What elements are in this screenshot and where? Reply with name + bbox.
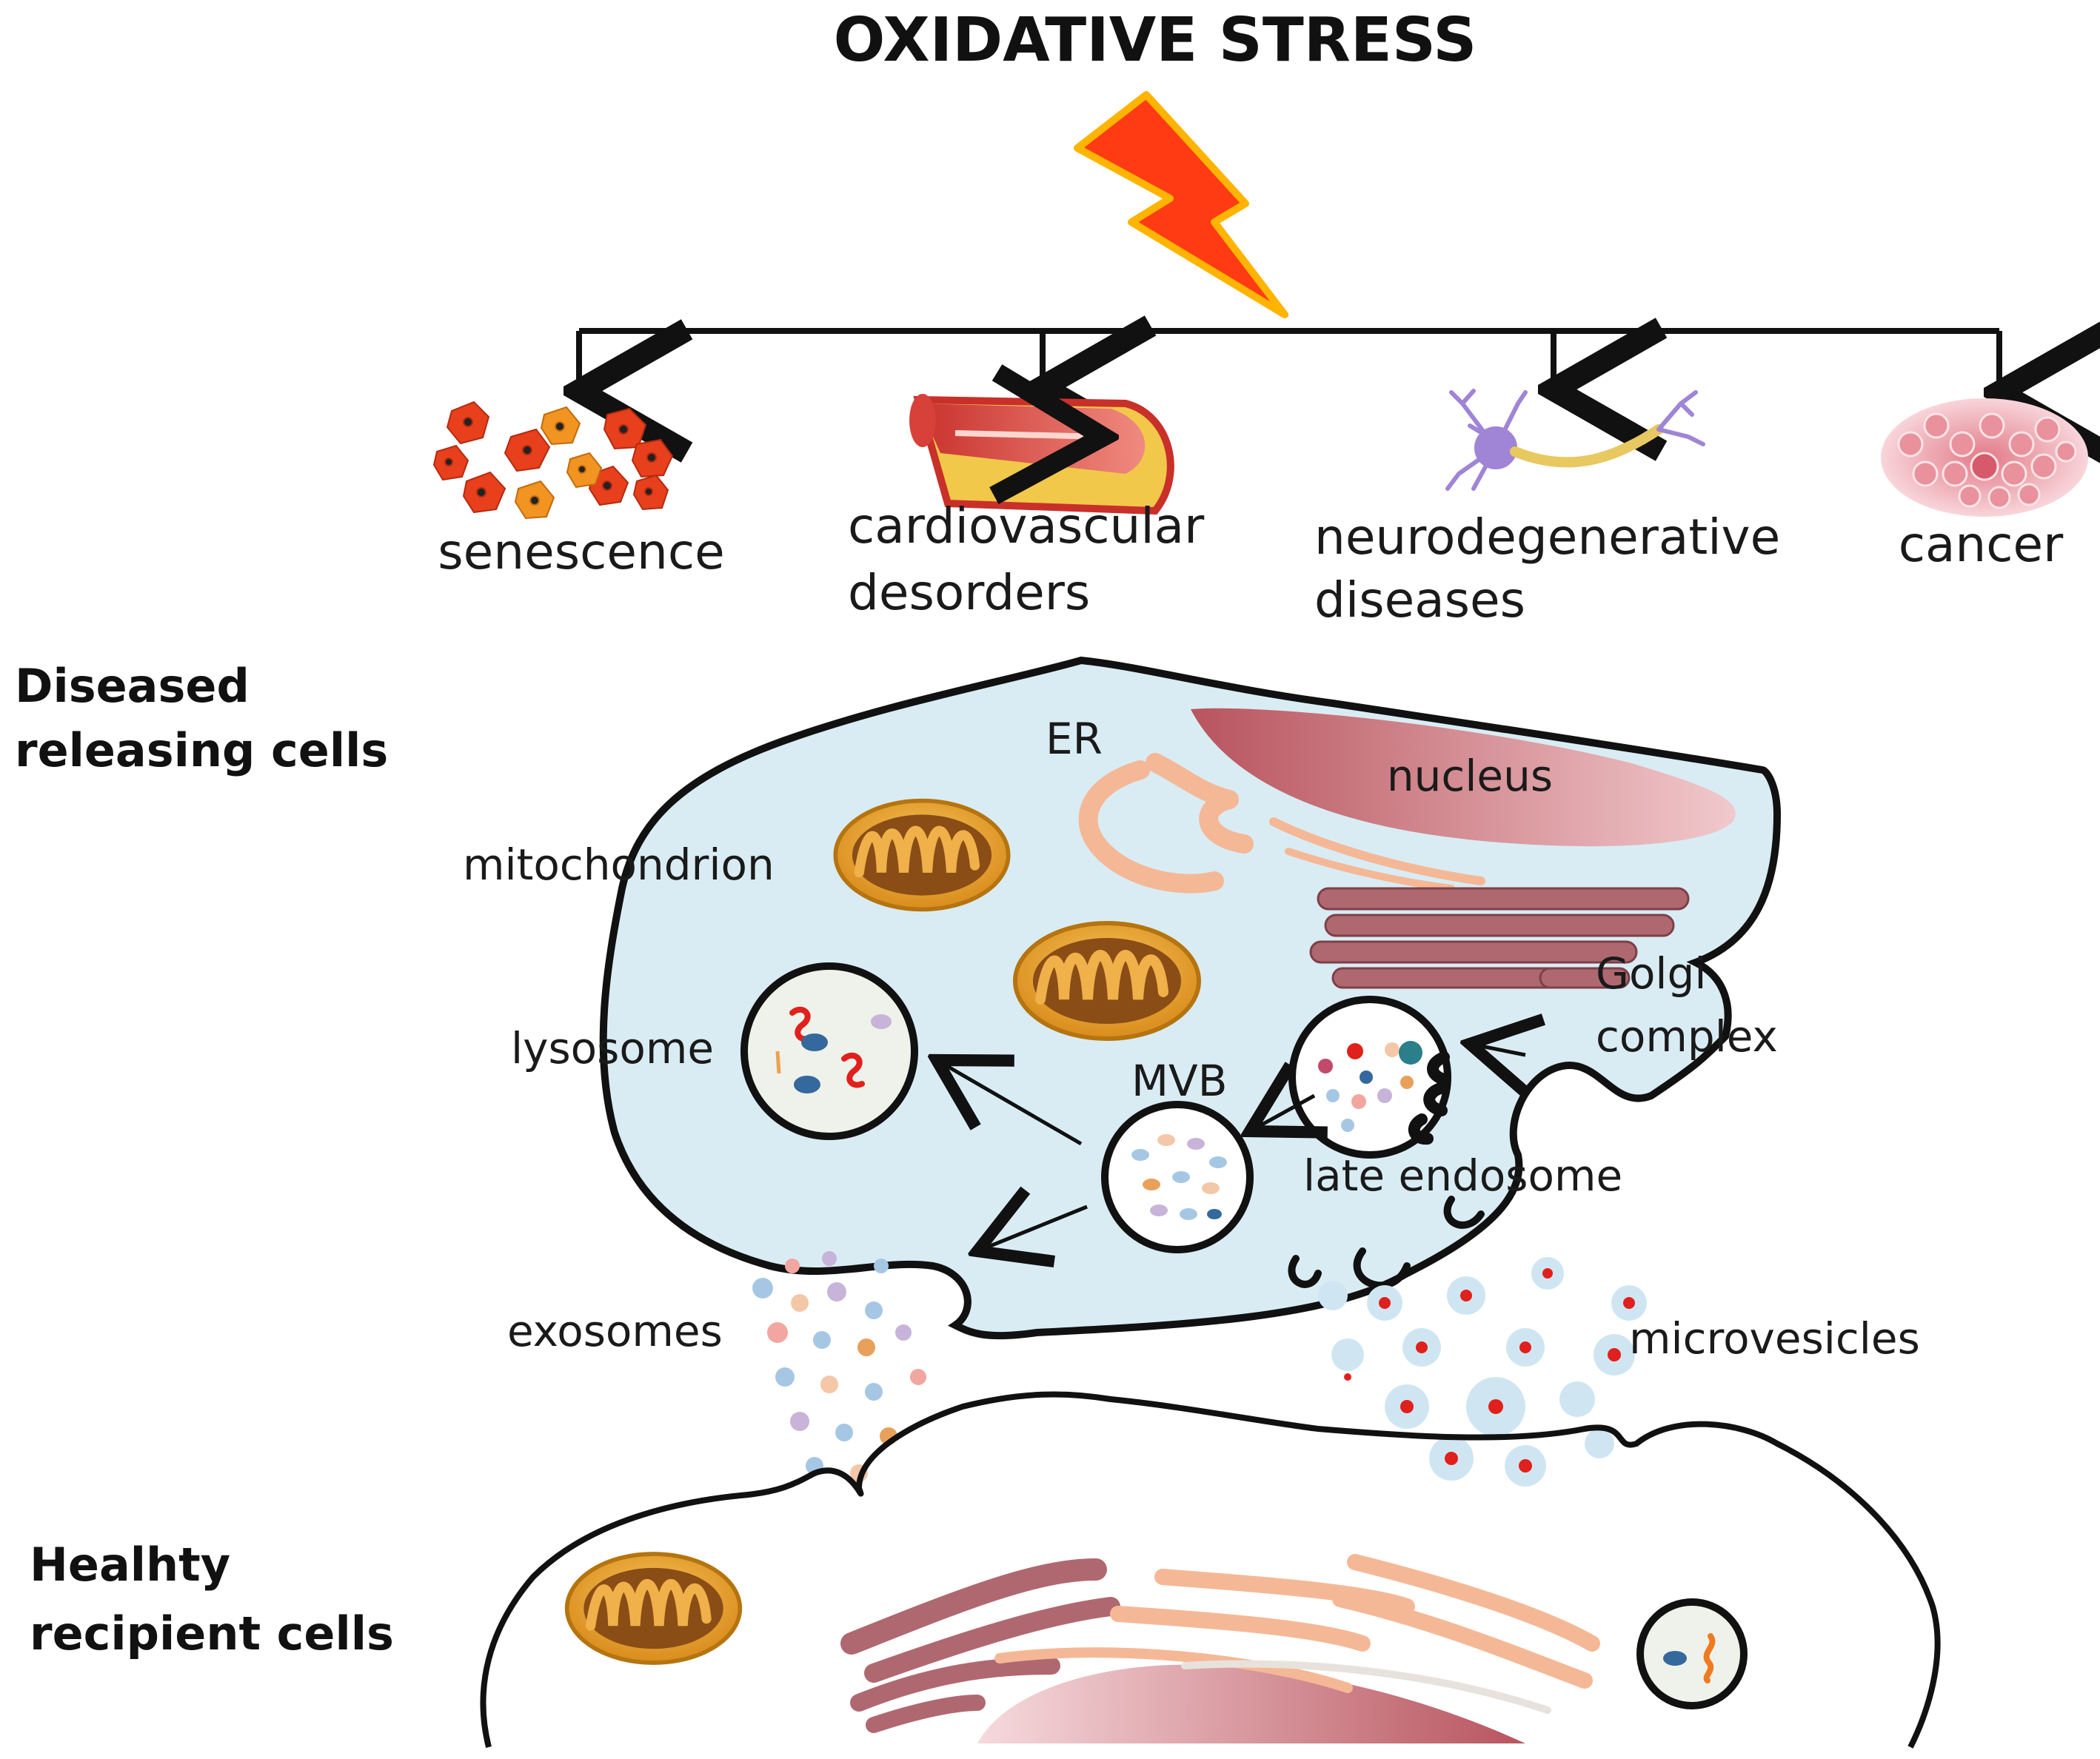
- outcome-neurodegenerative-label-2: diseases: [1314, 572, 1525, 629]
- exosome-cloud: [752, 1251, 926, 1482]
- mitochondrion-icon: [835, 801, 1008, 910]
- outcome-cardiovascular-label-1: cardiovascular: [848, 497, 1205, 554]
- outcome-neurodegenerative-label-1: neurodegenerative: [1314, 509, 1780, 566]
- lysosome: [740, 962, 918, 1140]
- healthy-nucleus: [977, 1664, 1525, 1743]
- nucleus-label: nucleus: [1387, 751, 1553, 801]
- mvb-label: MVB: [1131, 1056, 1228, 1106]
- diseased-cells-label-2: releasing cells: [15, 723, 388, 777]
- healthy-cells-label-2: recipient cells: [30, 1606, 394, 1661]
- microvesicle-cloud: [1318, 1257, 1647, 1487]
- nucleus: [1191, 708, 1736, 847]
- mitochondrion-label: mitochondrion: [463, 840, 775, 890]
- mitochondrion-icon: [1015, 923, 1199, 1039]
- healthy-cells-label-1: Healhty: [30, 1538, 230, 1592]
- healthy-cell: [480, 1391, 1941, 1749]
- outcome-cardiovascular-label-2: desorders: [848, 564, 1090, 621]
- healthy-er: [994, 1554, 1600, 1714]
- early-endosome: [1288, 996, 1451, 1159]
- exosomes-label: exosomes: [507, 1306, 723, 1356]
- microvesicles-label: microvesicles: [1629, 1313, 1920, 1364]
- er-label: ER: [1046, 714, 1103, 764]
- mitochondrion-icon: [567, 1554, 740, 1663]
- artery-plaque-icon: [909, 394, 1174, 515]
- healthy-golgi: [840, 1558, 1120, 1733]
- senescent-cells-icon: [432, 401, 674, 520]
- page-title: OXIDATIVE STRESS: [834, 5, 1477, 76]
- golgi-label-1: Golgi: [1596, 948, 1706, 999]
- lysosome-label: lysosome: [511, 1023, 714, 1073]
- outcome-cancer-label: cancer: [1899, 516, 2064, 573]
- mvb: [1101, 1101, 1254, 1253]
- lightning-bolt-icon: [1074, 91, 1288, 318]
- er: [1078, 753, 1485, 894]
- tumor-tissue-icon: [1881, 398, 2088, 517]
- late-endosome-label: late endosome: [1303, 1150, 1622, 1201]
- branch-arrows: [579, 331, 1999, 392]
- neuron-icon: [1445, 389, 1705, 491]
- diseased-cells-label-1: Diseased: [15, 659, 250, 713]
- golgi-complex: [1309, 887, 1690, 989]
- outcome-senescence-label: senescence: [438, 523, 724, 580]
- pathway-arrows: [937, 1044, 1525, 1251]
- golgi-label-2: complex: [1596, 1011, 1778, 1062]
- membrane-buds: [1288, 1196, 1485, 1290]
- healthy-lysosome: [1636, 1598, 1748, 1709]
